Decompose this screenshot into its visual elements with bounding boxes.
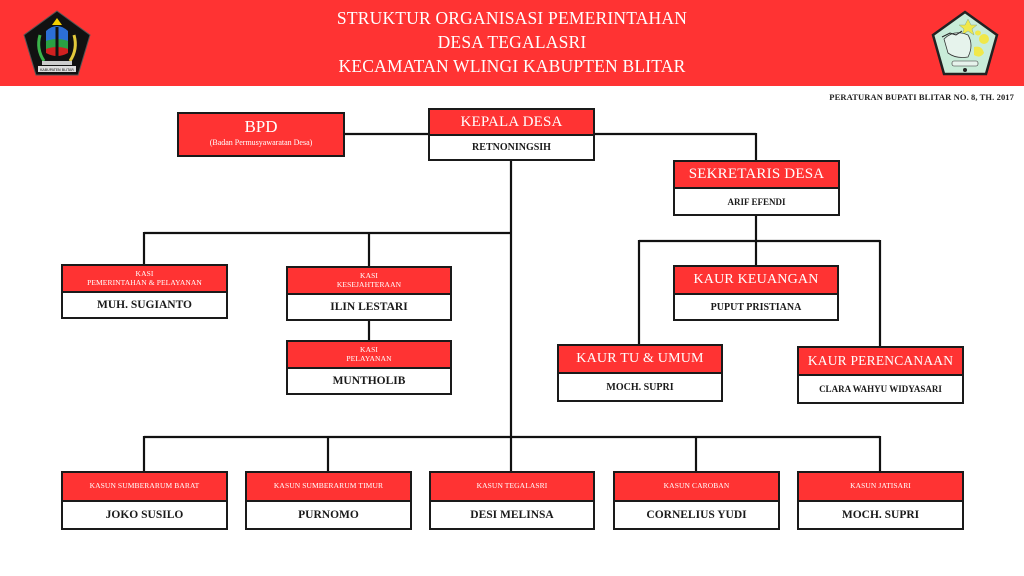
- title-line-1: STRUKTUR ORGANISASI PEMERINTAHAN: [336, 8, 688, 28]
- kasi-kesejahteraan-name: ILIN LESTARI: [330, 301, 408, 313]
- title-line-2: DESA TEGALASRI: [437, 32, 587, 52]
- kasi-pelayanan-box: KASI PELAYANAN MUNTHOLIB: [286, 340, 452, 395]
- kasun-tegalasri-name: DESI MELINSA: [470, 509, 554, 521]
- kasi-kesejahteraan-role-line1: KASI: [360, 271, 378, 281]
- kasun-sumberarum-timur-box: KASUN SUMBERARUM TIMUR PURNOMO: [245, 471, 412, 530]
- kepala-desa-box: KEPALA DESA RETNONINGSIH: [428, 108, 595, 161]
- kaur-perencanaan-role: KAUR PERENCANAAN: [799, 348, 962, 376]
- kabupaten-blitar-logo-icon: KABUPATEN BLITAR: [23, 10, 91, 76]
- kepala-desa-name: RETNONINGSIH: [472, 142, 551, 153]
- kasi-kesejahteraan-role-line2: KESEJAHTERAAN: [336, 279, 402, 289]
- kasun-jatisari-role: KASUN JATISARI: [799, 473, 962, 502]
- kasun-tegalasri-box: KASUN TEGALASRI DESI MELINSA: [429, 471, 595, 530]
- bpd-full-name: (Badan Permusyawaratan Desa): [209, 138, 313, 147]
- kaur-keuangan-box: KAUR KEUANGAN PUPUT PRISTIANA: [673, 265, 839, 321]
- sekretaris-desa-box: SEKRETARIS DESA ARIF EFENDI: [673, 160, 840, 216]
- kasi-pemerintahan-role-line2: PEMERINTAHAN & PELAYANAN: [87, 277, 202, 287]
- kasi-pelayanan-role-line2: PELAYANAN: [346, 353, 392, 363]
- page-title: STRUKTUR ORGANISASI PEMERINTAHAN DESA TE…: [0, 6, 1024, 78]
- title-line-3: KECAMATAN WLINGI KABUPTEN BLITAR: [338, 56, 686, 76]
- kasi-pelayanan-role: KASI PELAYANAN: [288, 342, 450, 369]
- kasun-sumberarum-barat-name: JOKO SUSILO: [105, 509, 184, 521]
- kaur-tu-umum-name: MOCH. SUPRI: [606, 381, 674, 393]
- kasun-caroban-box: KASUN CAROBAN CORNELIUS YUDI: [613, 471, 780, 530]
- logo-caption: KABUPATEN BLITAR: [40, 68, 74, 72]
- kasun-sumberarum-timur-role: KASUN SUMBERARUM TIMUR: [247, 473, 410, 502]
- kasi-pemerintahan-role-line1: KASI: [135, 269, 154, 279]
- bpd-abbr: BPD: [244, 117, 278, 136]
- regulation-reference: PERATURAN BUPATI BLITAR NO. 8, TH. 2017: [829, 92, 1014, 102]
- kaur-keuangan-role: KAUR KEUANGAN: [675, 267, 837, 295]
- kasi-kesejahteraan-role: KASI KESEJAHTERAAN: [288, 268, 450, 295]
- kepala-desa-role: KEPALA DESA: [430, 110, 593, 136]
- kasi-pemerintahan-name: MUH. SUGIANTO: [97, 299, 192, 311]
- kaur-keuangan-name: PUPUT PRISTIANA: [710, 301, 802, 313]
- sekretaris-desa-name: ARIF EFENDI: [727, 196, 786, 207]
- header-banner: KABUPATEN BLITAR STRUKTUR ORGANISASI PEM…: [0, 0, 1024, 86]
- kaur-tu-umum-box: KAUR TU & UMUM MOCH. SUPRI: [557, 344, 723, 402]
- kasun-tegalasri-role: KASUN TEGALASRI: [431, 473, 593, 502]
- kasun-jatisari-box: KASUN JATISARI MOCH. SUPRI: [797, 471, 964, 530]
- desa-tegalasri-logo-icon: [931, 10, 999, 76]
- kaur-tu-umum-role: KAUR TU & UMUM: [559, 346, 721, 374]
- bpd-box: BPD (Badan Permusyawaratan Desa): [177, 112, 345, 157]
- sekretaris-desa-role: SEKRETARIS DESA: [675, 162, 838, 189]
- kasi-pemerintahan-role: KASI PEMERINTAHAN & PELAYANAN: [63, 266, 226, 293]
- kasun-caroban-role: KASUN CAROBAN: [615, 473, 778, 502]
- kaur-perencanaan-name: CLARA WAHYU WIDYASARI: [819, 384, 942, 394]
- kaur-perencanaan-box: KAUR PERENCANAAN CLARA WAHYU WIDYASARI: [797, 346, 964, 404]
- kasun-caroban-name: CORNELIUS YUDI: [646, 509, 747, 521]
- kasun-jatisari-name: MOCH. SUPRI: [841, 509, 920, 521]
- kasun-sumberarum-timur-name: PURNOMO: [298, 509, 359, 521]
- kasi-pelayanan-name: MUNTHOLIB: [332, 375, 406, 387]
- kasi-kesejahteraan-box: KASI KESEJAHTERAAN ILIN LESTARI: [286, 266, 452, 321]
- kasi-pelayanan-role-line1: KASI: [360, 345, 378, 355]
- kasi-pemerintahan-box: KASI PEMERINTAHAN & PELAYANAN MUH. SUGIA…: [61, 264, 228, 319]
- kasun-sumberarum-barat-box: KASUN SUMBERARUM BARAT JOKO SUSILO: [61, 471, 228, 530]
- kasun-sumberarum-barat-role: KASUN SUMBERARUM BARAT: [63, 473, 226, 502]
